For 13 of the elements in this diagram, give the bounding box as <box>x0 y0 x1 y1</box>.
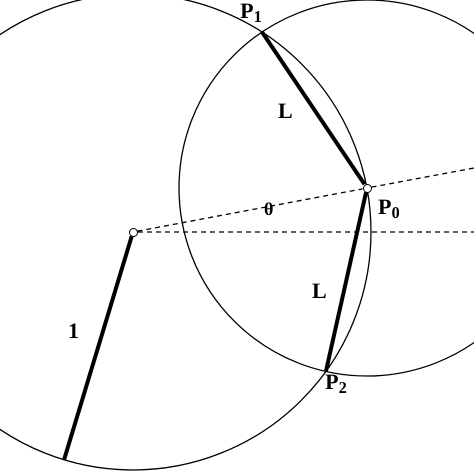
line-segment <box>324 192 368 372</box>
point-marker <box>128 228 138 236</box>
line-segment <box>62 236 134 461</box>
line-segment <box>260 30 366 186</box>
angle-label: θ <box>264 200 274 218</box>
edge-label: L <box>278 100 293 122</box>
point-marker <box>362 184 372 192</box>
point-label: P$_{2}$ <box>325 371 347 393</box>
edge-label: 1 <box>68 320 79 342</box>
dashed-line <box>137 188 363 232</box>
point-label: P$_{0}$ <box>378 196 400 218</box>
edge-label: L <box>312 280 327 302</box>
point-label: P$_{1}$ <box>240 0 262 22</box>
